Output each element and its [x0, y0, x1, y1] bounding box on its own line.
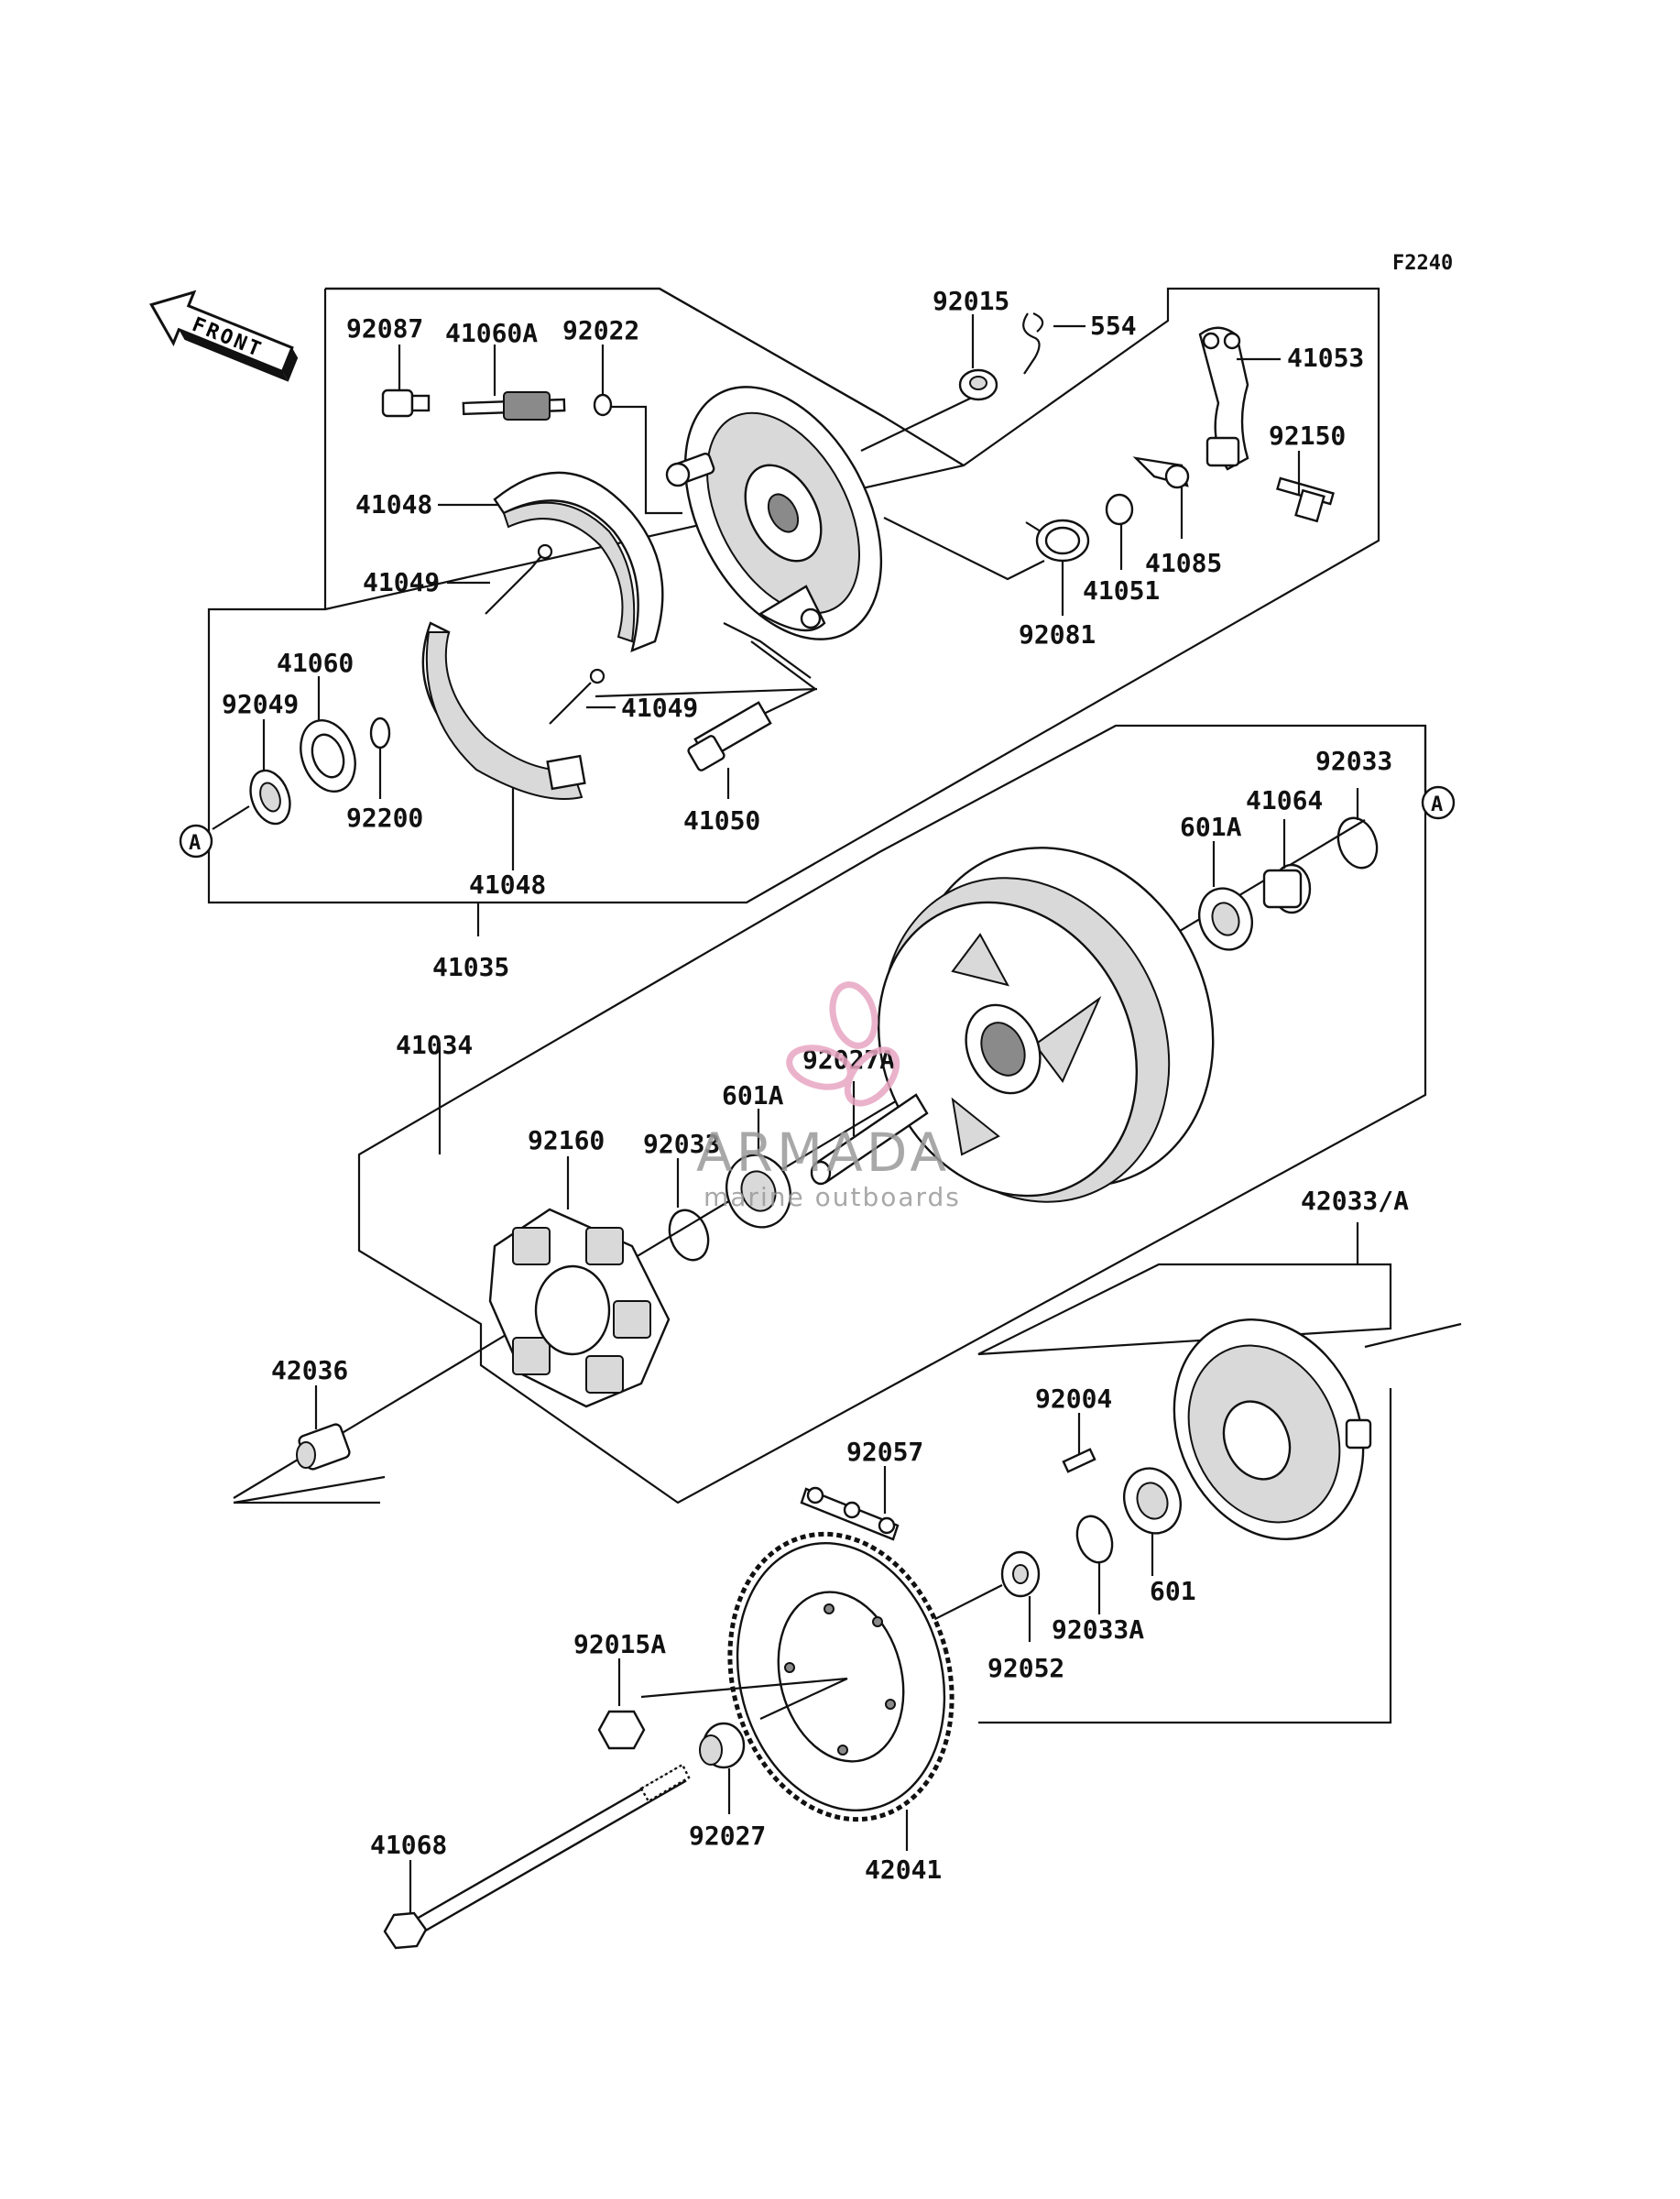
label-41049-a: 41049: [363, 567, 440, 597]
label-42036: 42036: [271, 1355, 348, 1385]
label-41064: 41064: [1246, 785, 1323, 815]
part-41068: [383, 1763, 691, 1950]
part-92015: [958, 368, 998, 401]
label-42041: 42041: [865, 1854, 942, 1885]
part-92081: [1025, 519, 1090, 563]
group-frame-41035-outline: [207, 287, 1380, 904]
label-41048-b: 41048: [469, 870, 546, 900]
label-42033A: 42033/A: [1301, 1186, 1409, 1216]
part-92049: [249, 769, 291, 826]
part-41060A: [462, 391, 566, 421]
part-92033-upper: [1336, 816, 1379, 870]
label-41068: 41068: [370, 1830, 447, 1860]
part-92027: [699, 1722, 746, 1769]
label-41060: 41060: [277, 648, 354, 678]
part-41048-lower: [421, 621, 586, 800]
part-41085: [1132, 456, 1190, 489]
label-92033A: 92033A: [1052, 1614, 1144, 1645]
label-601: 601: [1150, 1576, 1196, 1606]
label-41051: 41051: [1083, 575, 1160, 606]
armada-watermark: ARMADA marine outboards: [696, 981, 961, 1212]
label-41034: 41034: [396, 1030, 473, 1060]
label-41048-a: 41048: [355, 489, 432, 520]
part-41048-upper: [493, 471, 664, 652]
part-41053: [1198, 326, 1249, 471]
part-92022: [593, 393, 613, 417]
brake-panel: [665, 386, 883, 640]
figure-code: F2240: [1392, 252, 1453, 275]
label-41085: 41085: [1145, 548, 1222, 578]
watermark-tagline: marine outboards: [704, 1182, 961, 1212]
part-92200: [369, 717, 391, 749]
label-92015A: 92015A: [573, 1629, 666, 1659]
label-92015: 92015: [933, 286, 1009, 316]
part-92087: [381, 388, 431, 418]
label-92052: 92052: [987, 1653, 1064, 1683]
part-92004: [1062, 1448, 1096, 1473]
label-92033-a: 92033: [1315, 746, 1392, 776]
label-92200: 92200: [346, 803, 423, 833]
part-92150: [1276, 476, 1335, 523]
label-601A-a: 601A: [1180, 812, 1242, 842]
label-92087: 92087: [346, 313, 423, 344]
front-arrow-icon: FRONT: [149, 290, 299, 382]
label-41053: 41053: [1287, 343, 1364, 373]
part-601A-lower: [725, 1154, 791, 1229]
label-92004: 92004: [1035, 1384, 1112, 1414]
ref-marker-left: [179, 824, 213, 859]
label-41049-b: 41049: [621, 693, 698, 723]
label-92022: 92022: [562, 315, 639, 345]
label-41060A: 41060A: [445, 318, 538, 348]
part-42041: [727, 1531, 955, 1822]
part-41051: [1105, 493, 1134, 526]
label-92057: 92057: [846, 1437, 923, 1467]
part-92160: [488, 1208, 671, 1408]
label-92033-b: 92033: [643, 1129, 720, 1159]
label-554: 554: [1090, 311, 1137, 341]
part-labels: 92087 41060A 92022 92015 554 41053 92150…: [222, 286, 1409, 1885]
part-41064: [1262, 863, 1312, 914]
part-601A-upper: [1198, 887, 1253, 951]
propeller-logo-icon: [786, 981, 900, 1107]
label-92081: 92081: [1019, 619, 1096, 650]
part-554: [1022, 312, 1044, 375]
brake-panel-group: [207, 287, 1380, 936]
part-sprocket-hub: [1173, 1318, 1372, 1540]
part-41049-lower: [549, 668, 605, 725]
part-92027A: [810, 1093, 929, 1186]
part-92015A: [597, 1710, 646, 1750]
wheel-group: A: [233, 724, 1456, 1504]
part-92033-lower: [668, 1209, 710, 1262]
label-92150: 92150: [1269, 421, 1346, 451]
ref-marker-right-label: A: [1431, 793, 1443, 816]
label-92049: 92049: [222, 689, 299, 719]
ref-marker-left-label: A: [189, 832, 201, 855]
part-42036: [296, 1423, 351, 1471]
part-92057: [800, 1486, 900, 1541]
label-41050: 41050: [683, 805, 760, 836]
label-41035: 41035: [432, 952, 509, 982]
watermark-brand: ARMADA: [696, 1121, 950, 1184]
part-92033A: [1075, 1515, 1114, 1564]
label-601A-b: 601A: [722, 1080, 784, 1110]
part-601: [1123, 1467, 1182, 1535]
part-rear-wheel: [877, 847, 1215, 1203]
part-41049-upper: [485, 543, 553, 615]
ref-marker-right: [1421, 785, 1456, 820]
label-92027: 92027: [689, 1821, 766, 1851]
label-92160: 92160: [528, 1125, 605, 1155]
part-41050: [687, 701, 772, 771]
part-41060: [300, 719, 356, 793]
part-92052: [1000, 1550, 1041, 1598]
